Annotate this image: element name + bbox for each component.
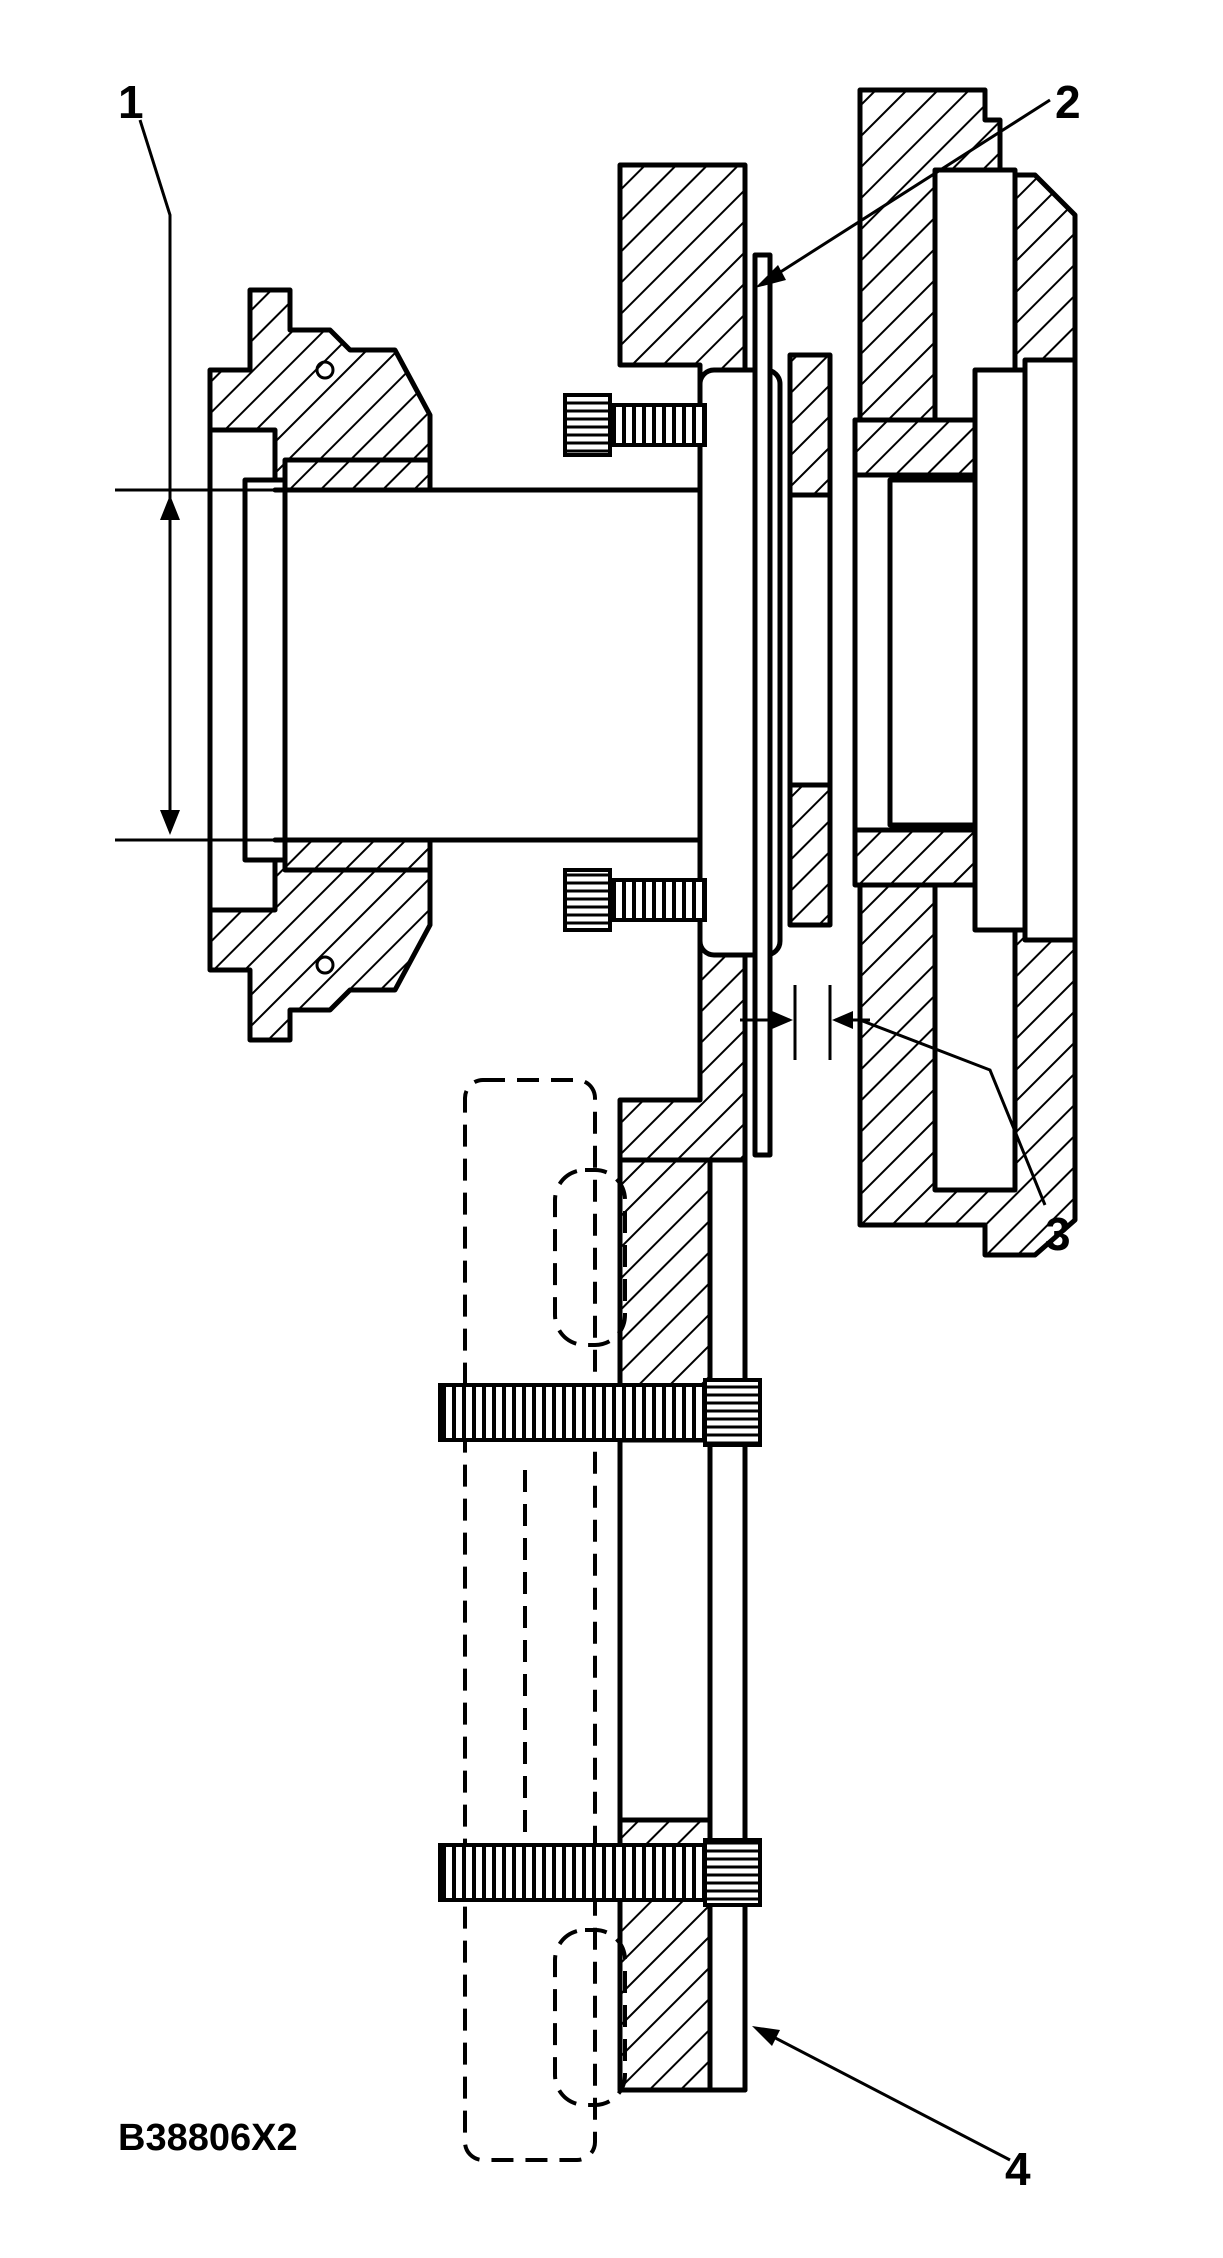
- callout-4: 4: [1005, 2143, 1031, 2195]
- callout-3: 3: [1045, 1208, 1071, 1260]
- figure-code: B38806X2: [118, 2117, 298, 2159]
- callout-1: 1: [118, 76, 144, 128]
- thrust-plate: [787, 352, 833, 928]
- lower-hub-bolt: [563, 868, 707, 932]
- idler-gear: [617, 1157, 748, 2093]
- shaft: [272, 457, 708, 873]
- upper-idler-bolt: [438, 1378, 762, 1447]
- callout-2: 2: [1055, 76, 1081, 128]
- bore-dimension: [115, 488, 275, 842]
- lower-idler-bolt: [438, 1838, 762, 1907]
- center-gear: [617, 162, 783, 1233]
- alternate-position-gear: [463, 1078, 627, 2162]
- left-bearing-housing: [207, 287, 433, 1043]
- upper-hub-bolt: [563, 393, 707, 457]
- leader-lines: [138, 98, 1051, 2162]
- right-housing: [852, 87, 1078, 1258]
